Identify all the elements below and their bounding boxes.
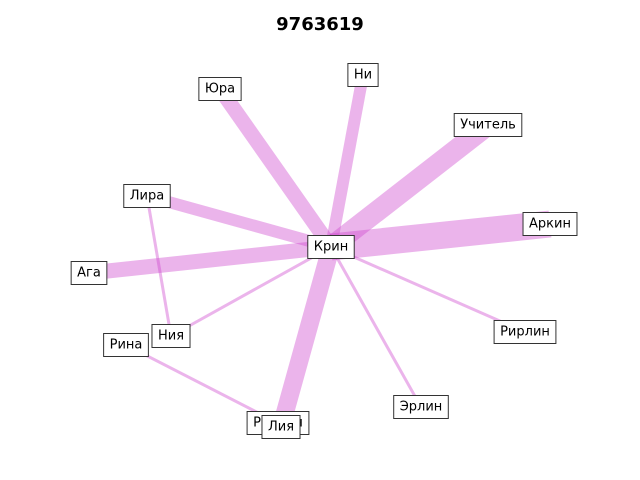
node-rina: Рина	[103, 333, 149, 357]
edge-krin-lira	[145, 190, 333, 253]
node-box	[151, 324, 191, 348]
node-box	[198, 77, 242, 101]
node-box	[393, 395, 449, 419]
node-aga: Ага	[70, 261, 108, 285]
node-liya: Лия	[261, 415, 301, 439]
node-box	[70, 261, 108, 285]
edge-krin-erlin	[329, 246, 423, 408]
node-ni: Ни	[347, 63, 379, 87]
edge-krin-yura	[213, 84, 338, 252]
node-lira: Лира	[123, 184, 171, 208]
node-label: Рина	[110, 338, 143, 353]
edge-krin-rirlin	[330, 245, 526, 334]
node-krin: Крин	[307, 235, 355, 259]
node-box	[453, 113, 523, 137]
node-label: Аркин	[529, 217, 571, 232]
edge-lira-niya	[145, 195, 173, 337]
edge-krin-ni	[325, 73, 369, 249]
node-label: Лия	[268, 420, 294, 435]
edges-layer	[88, 73, 552, 430]
node-box	[261, 415, 301, 439]
node-label: Рирлин	[500, 325, 550, 340]
node-box	[103, 333, 149, 357]
node-label: Эрлин	[400, 400, 443, 415]
node-label: Ния	[158, 329, 184, 344]
edge-krin-niya	[170, 245, 332, 338]
node-label: Учитель	[460, 118, 516, 133]
node-box	[493, 320, 557, 344]
node-label: Крин	[314, 240, 348, 255]
node-niya: Ния	[151, 324, 191, 348]
edge-krin-liya	[272, 244, 340, 430]
edge-krin-uchitel	[324, 116, 495, 256]
edge-krin-arkin	[329, 210, 552, 261]
node-box	[347, 63, 379, 87]
graph-title: 9763619	[276, 14, 364, 35]
node-yura: Юра	[198, 77, 242, 101]
node-label: Ни	[354, 68, 372, 83]
node-box	[522, 212, 578, 236]
node-box	[123, 184, 171, 208]
edge-rina-rirlin2	[125, 343, 279, 425]
node-box	[307, 235, 355, 259]
node-label: Ага	[77, 266, 101, 281]
node-arkin: Аркин	[522, 212, 578, 236]
node-erlin: Эрлин	[393, 395, 449, 419]
node-rirlin: Рирлин	[493, 320, 557, 344]
node-uchitel: Учитель	[453, 113, 523, 137]
edge-krin-aga	[88, 239, 332, 281]
node-label: Лира	[130, 189, 164, 204]
node-label: Юра	[205, 82, 235, 97]
